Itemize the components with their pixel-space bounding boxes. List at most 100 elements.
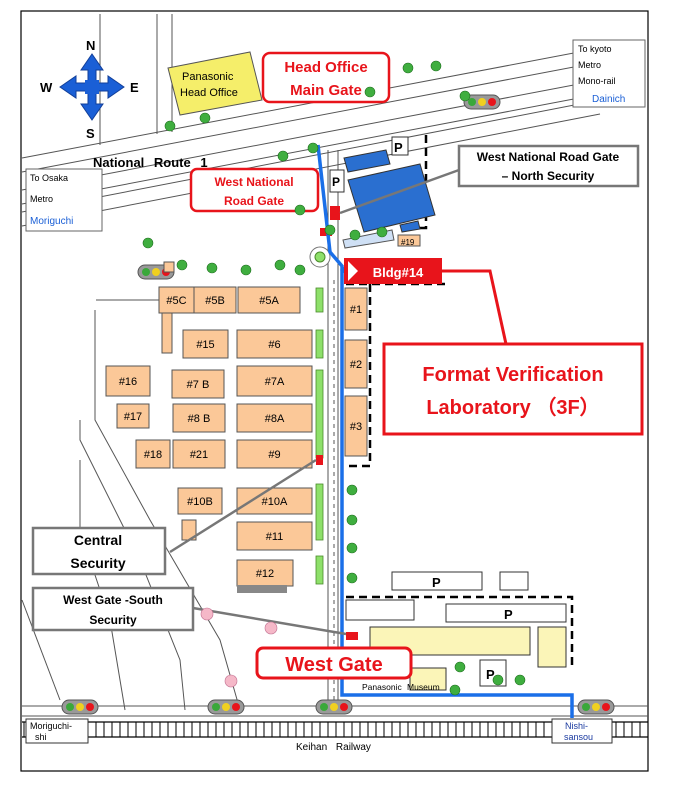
building-2 [344, 339, 368, 389]
small-building [163, 261, 175, 273]
tree [307, 142, 319, 154]
lab-line2: Laboratory （3F） [426, 396, 599, 419]
head-office-line2: Head Office [180, 87, 238, 99]
building-5c [158, 286, 195, 314]
main-gate-line2: Main Gate [290, 82, 362, 99]
moriguchi-line1: Moriguchi- [30, 721, 72, 731]
south-security-line2: Security [89, 613, 137, 627]
tree [324, 224, 336, 236]
trees [142, 60, 526, 696]
building-label-12: #12 [256, 568, 274, 580]
tree [240, 264, 252, 276]
building-label-10b: #10B [187, 496, 213, 508]
north-security-callout: West National Road Gate – North Security [339, 144, 640, 215]
building-16 [105, 365, 151, 397]
nishi-line1: Nishi- [565, 721, 588, 731]
building-11 [236, 521, 313, 551]
building-7b [171, 369, 225, 399]
building-label-15: #15 [196, 339, 214, 351]
north-security-line1: West National Road Gate [477, 150, 620, 164]
tree [164, 120, 176, 132]
parking-north: P [394, 140, 403, 155]
building-15 [182, 329, 229, 359]
building-1 [344, 287, 368, 331]
tree [206, 262, 218, 274]
building-5a [237, 286, 301, 314]
building-label-18: #18 [144, 449, 162, 461]
parking-north-2: P [332, 175, 340, 189]
tree [454, 661, 466, 673]
building-grid: #5C#5B#5A#15#6#16#7 B#7A#17#8 B#8A#18#21… [105, 261, 368, 587]
tree [142, 237, 154, 249]
central-security-callout: Central Security [31, 458, 317, 576]
moriguchi-shi-station: Moriguchi- shi [25, 718, 89, 744]
osaka-line3: Moriguchi [30, 216, 73, 227]
tree [364, 86, 376, 98]
kyoto-line4: Dainich [592, 94, 625, 105]
building-label-7b: #7 B [187, 379, 210, 391]
tree [274, 259, 286, 271]
building-label-5a: #5A [259, 295, 279, 307]
tree [176, 259, 188, 271]
building-label-10a: #10A [262, 496, 288, 508]
traffic-light [463, 94, 501, 110]
building-5b [193, 286, 237, 314]
building-6 [236, 329, 313, 359]
compass-n: N [86, 38, 95, 53]
tree [402, 62, 414, 74]
building-label-11: #11 [266, 531, 284, 543]
west-gate-callout: West Gate [255, 646, 413, 680]
compass-rose: N S W E [40, 38, 139, 141]
central-line2: Security [70, 555, 125, 571]
building-label-8b: #8 B [188, 413, 211, 425]
osaka-line1: To Osaka [30, 173, 68, 183]
tree [294, 204, 306, 216]
building-label-6: #6 [268, 339, 280, 351]
keihan-railway-label: Keihan Railway [296, 742, 371, 753]
building-label-17: #17 [124, 411, 142, 423]
osaka-line2: Metro [30, 194, 53, 204]
compass-w: W [40, 80, 53, 95]
compass-e: E [130, 80, 139, 95]
format-verification-lab-callout: Format Verification Laboratory （3F） [382, 269, 644, 436]
tree [346, 572, 358, 584]
tree [199, 112, 211, 124]
head-office-main-gate-callout: Head Office Main Gate [261, 51, 391, 104]
building-label-5c: #5C [166, 295, 186, 307]
tree [346, 514, 358, 526]
traffic-light [61, 699, 99, 715]
building-18 [135, 439, 171, 469]
building-9 [236, 439, 313, 469]
kyoto-line1: To kyoto [578, 44, 612, 54]
building-8a [236, 403, 313, 433]
nishi-line2: sansou [564, 732, 593, 742]
west-national-line2: Road Gate [224, 194, 284, 208]
tree [294, 264, 306, 276]
north-facility: P P #19 [329, 135, 436, 249]
to-osaka-box: To Osaka Metro Moriguchi [25, 168, 103, 232]
compass-s: S [86, 126, 95, 141]
south-security-callout: West Gate -South Security [31, 586, 347, 636]
building-label-9: #9 [268, 449, 280, 461]
to-kyoto-box: To kyoto Metro Mono-rail Dainich [572, 39, 646, 108]
tree [430, 60, 442, 72]
building-label-16: #16 [119, 376, 137, 388]
bldg-14-marker: Bldg#14 [344, 258, 442, 284]
building-21 [172, 439, 226, 469]
museum-label: Panasonic Museum [362, 682, 440, 692]
head-office-line1: Panasonic [182, 71, 234, 83]
parking-south-2: P [504, 607, 513, 622]
building-label-8a: #8A [265, 413, 285, 425]
tree [449, 684, 461, 696]
main-gate-line1: Head Office [284, 59, 367, 76]
building-label-21: #21 [190, 449, 208, 461]
west-national-line1: West National [214, 175, 293, 189]
bldg-19-label: #19 [401, 238, 415, 247]
building-17 [116, 403, 150, 429]
traffic-light [315, 699, 353, 715]
small-building [161, 312, 173, 354]
national-route-label: National Route 1 [93, 155, 208, 170]
south-security-line1: West Gate -South [63, 593, 163, 607]
west-national-road-gate-callout: West National Road Gate [189, 167, 320, 213]
tree [376, 226, 388, 238]
